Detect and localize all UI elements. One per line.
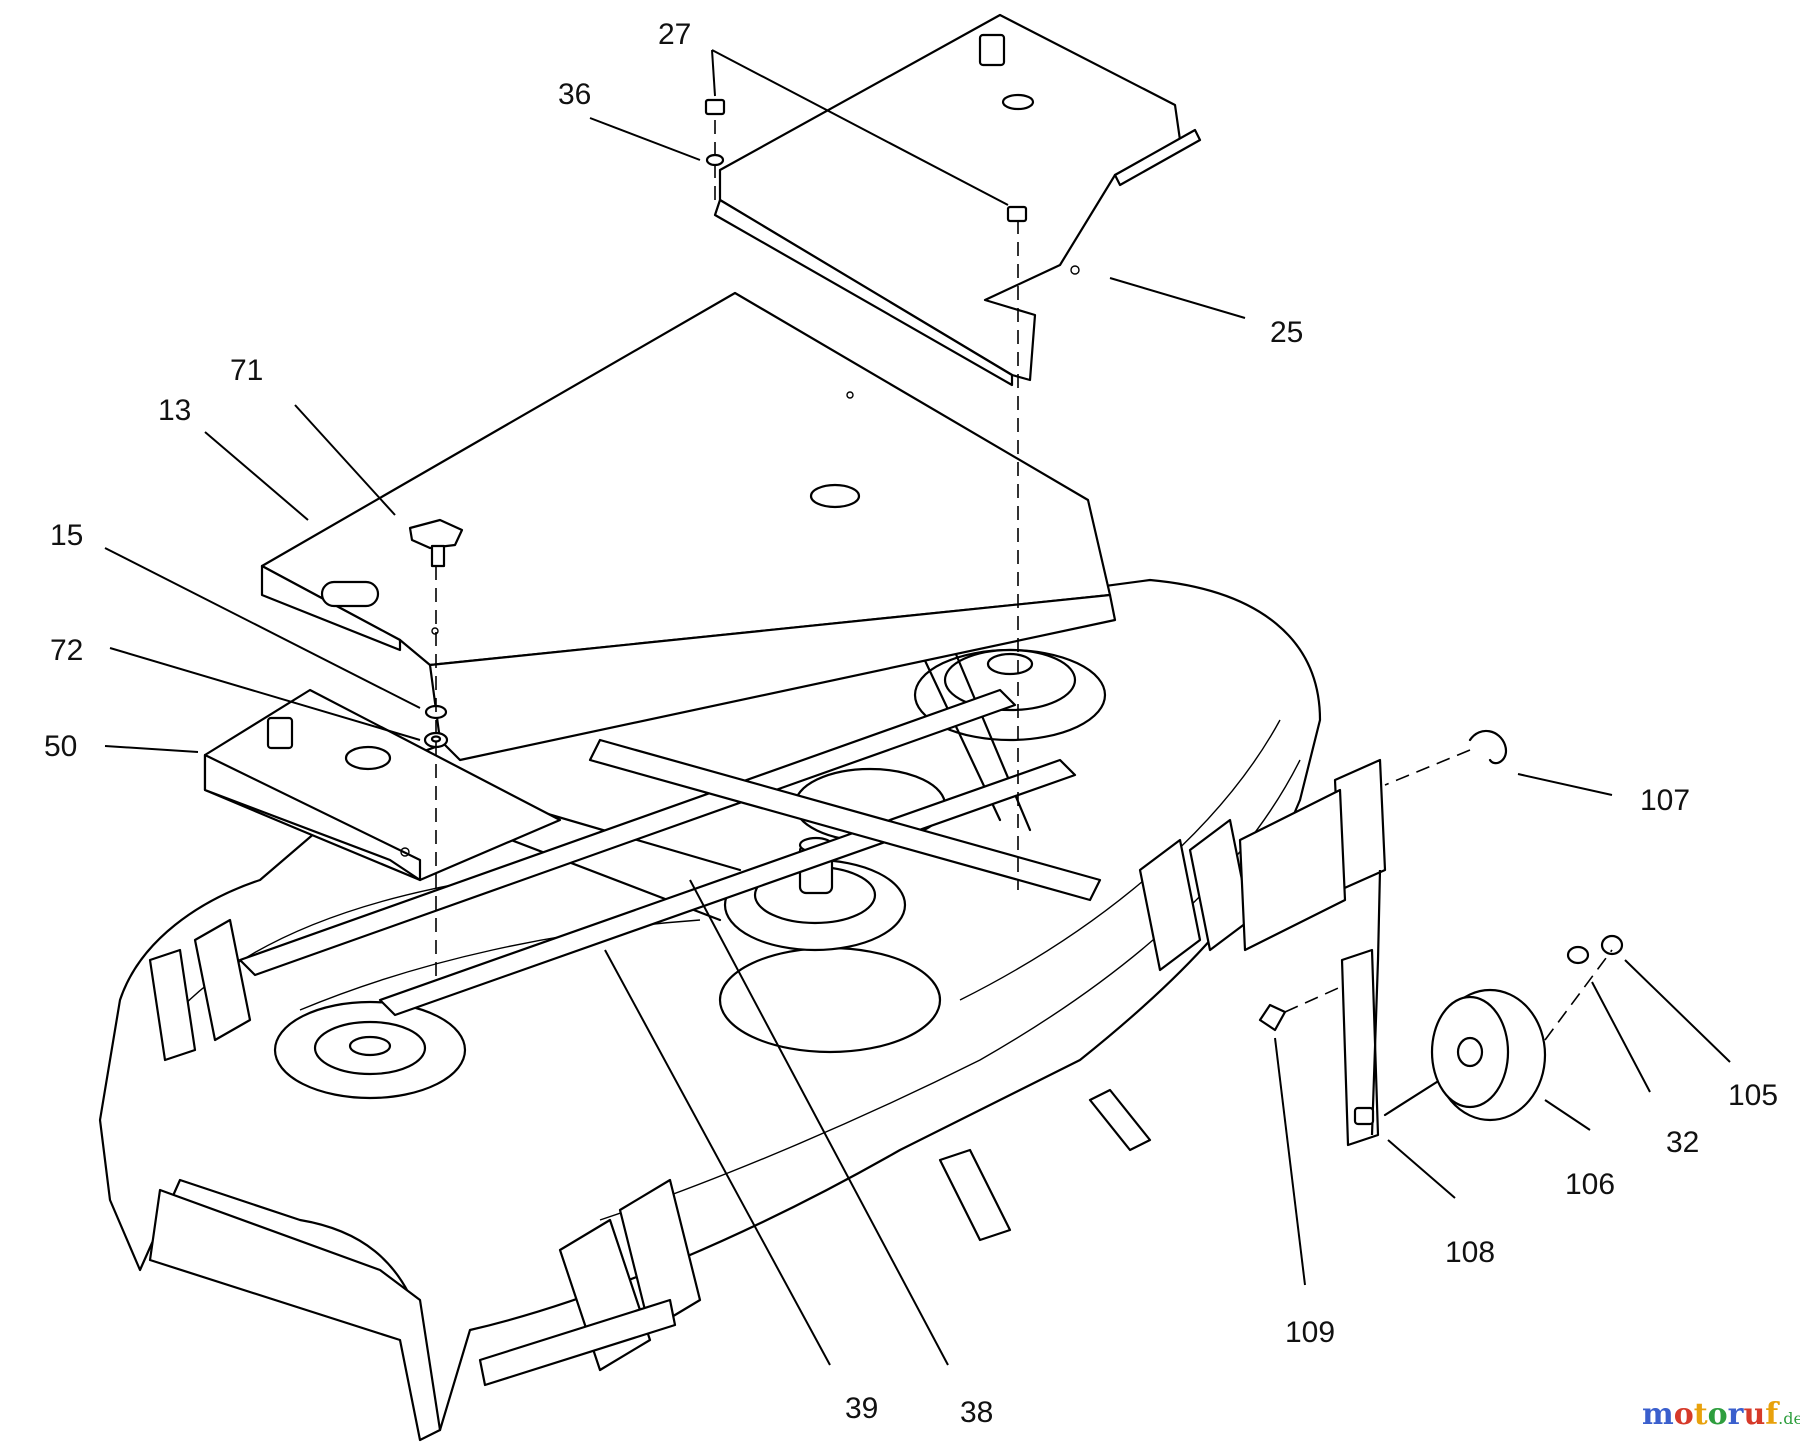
callout-13: 13 xyxy=(158,394,191,427)
callout-71: 71 xyxy=(230,354,263,387)
deflector-plate xyxy=(203,688,562,882)
assembly-axes xyxy=(435,120,1613,1041)
callout-109: 109 xyxy=(1285,1316,1335,1349)
callout-107: 107 xyxy=(1640,784,1690,817)
callout-25: 25 xyxy=(1270,316,1303,349)
callout-106: 106 xyxy=(1565,1168,1615,1201)
callout-105: 105 xyxy=(1728,1079,1778,1112)
belt-cover xyxy=(260,291,1117,762)
svg-text:motoruf.de: motoruf.de xyxy=(1642,1397,1800,1432)
callout-72: 72 xyxy=(50,634,83,667)
bolts xyxy=(704,98,1028,223)
knob xyxy=(408,518,464,568)
callout-38: 38 xyxy=(960,1396,993,1429)
callout-32: 32 xyxy=(1666,1126,1699,1159)
callout-39: 39 xyxy=(845,1392,878,1425)
top-bracket xyxy=(713,13,1202,387)
callout-27: 27 xyxy=(658,18,691,51)
watermark-logo: motoruf.de xyxy=(1642,1397,1800,1432)
callout-15: 15 xyxy=(50,519,83,552)
callout-labels: 27 36 25 71 13 15 72 50 107 105 32 106 1… xyxy=(44,18,1778,1429)
callout-50: 50 xyxy=(44,730,77,763)
leader-lines xyxy=(104,49,1731,1366)
callout-108: 108 xyxy=(1445,1236,1495,1269)
callout-36: 36 xyxy=(558,78,591,111)
